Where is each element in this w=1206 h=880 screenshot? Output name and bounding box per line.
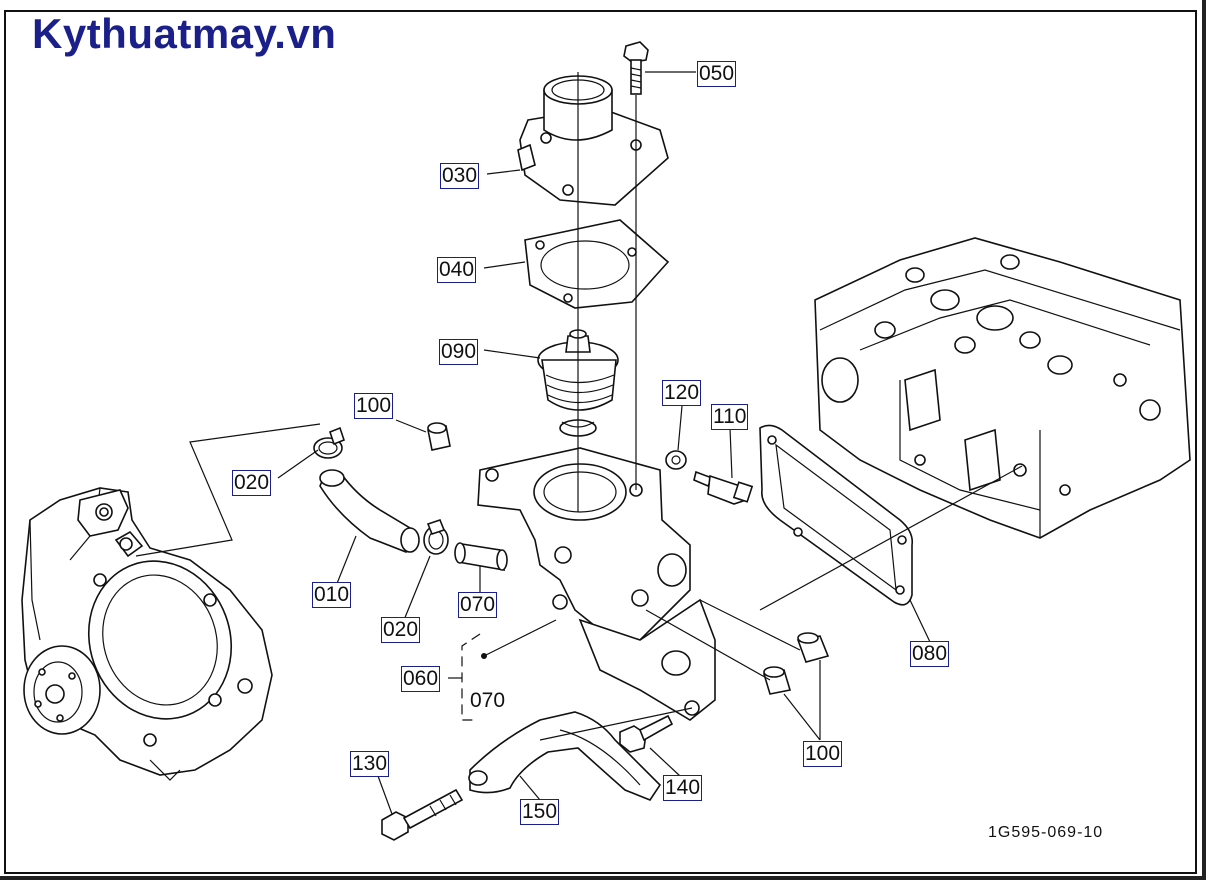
callout-120: 120 xyxy=(662,380,702,406)
site-brand: Kythuatmay.vn xyxy=(32,10,337,57)
callout-130: 130 xyxy=(350,751,390,777)
thermostat-090-drawing xyxy=(537,329,619,437)
callout-090: 090 xyxy=(439,339,479,365)
callout-080: 080 xyxy=(910,641,950,667)
thermostat-housing-drawing xyxy=(477,447,716,721)
hose-010-drawing xyxy=(319,469,420,553)
thermostat-cover-drawing xyxy=(517,75,669,206)
gasket-080-drawing xyxy=(759,424,914,606)
callout-070-pipe: 070 xyxy=(458,592,498,618)
pipe-070-drawing xyxy=(454,542,508,571)
sensor-110-drawing xyxy=(693,470,754,505)
callout-150: 150 xyxy=(520,799,560,825)
callout-100-lower: 100 xyxy=(803,741,843,767)
bracket-150-drawing xyxy=(468,711,662,801)
callout-070-set: 070 xyxy=(470,689,506,712)
plug-100-right-drawing xyxy=(796,632,830,663)
callout-110: 110 xyxy=(711,404,749,430)
callout-050: 050 xyxy=(697,61,737,87)
bolt-130-drawing xyxy=(381,788,464,841)
callout-060: 060 xyxy=(401,666,441,692)
callout-010: 010 xyxy=(312,582,352,608)
cylinder-head-drawing xyxy=(814,237,1191,539)
diagram-frame xyxy=(4,10,1197,874)
callout-140: 140 xyxy=(663,775,703,801)
water-pump-drawing xyxy=(21,487,273,781)
callout-020-lower: 020 xyxy=(381,617,421,643)
callout-100-upper: 100 xyxy=(354,393,394,419)
drawing-reference-code: 1G595-069-10 xyxy=(988,824,1104,841)
plug-100-lower-drawing xyxy=(762,666,792,695)
plug-100-upper-drawing xyxy=(427,422,451,451)
clamp-020-lower-drawing xyxy=(423,519,449,555)
callout-040: 040 xyxy=(437,257,477,283)
clamp-020-upper-drawing xyxy=(313,426,345,459)
gasket-040-drawing xyxy=(524,219,670,309)
callout-020-upper: 020 xyxy=(232,470,272,496)
bolt-050-drawing xyxy=(623,41,649,95)
callout-030: 030 xyxy=(440,163,480,189)
bolt-140-drawing xyxy=(619,714,674,753)
leader-lines xyxy=(135,71,1023,815)
washer-120-drawing xyxy=(665,450,687,470)
